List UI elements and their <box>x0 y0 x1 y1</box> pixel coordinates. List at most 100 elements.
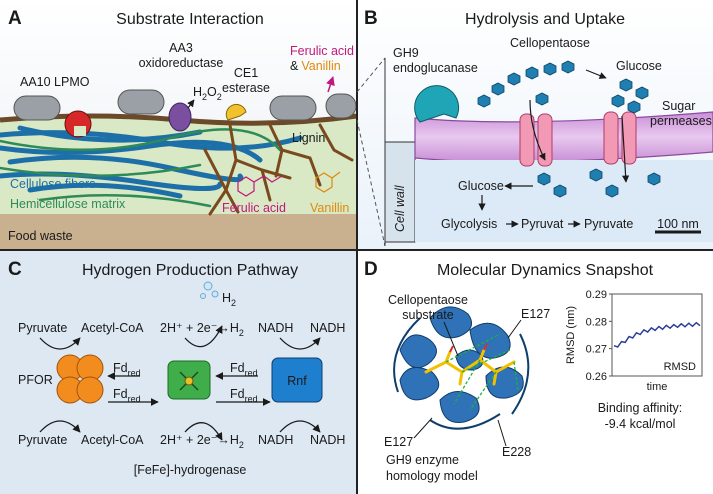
pyruvate-label: Pyruvate <box>584 217 633 231</box>
rmsd-plot-frame <box>611 293 703 377</box>
food-waste-layer <box>0 214 357 250</box>
rnf-arrow-top <box>279 337 321 350</box>
rmsd-y-tick-label: 0.26 <box>586 371 607 383</box>
gh9-label-2: endoglucanase <box>393 61 478 75</box>
rmsd-y-ticks: 0.29 0.28 0.27 0.26 <box>586 289 612 383</box>
substrate-label-2: substrate <box>402 308 453 322</box>
model-label-1: GH9 enzyme <box>386 453 459 467</box>
cellopentaose-label: Cellopentaose <box>510 36 590 50</box>
panel-c-title: Hydrogen Production Pathway <box>82 262 298 279</box>
substrate-label-1: Cellopentaose <box>388 293 468 307</box>
vanillin-molecule <box>315 171 341 193</box>
hemicellulose-label: Hemicellulose matrix <box>10 197 126 211</box>
fd-label-2: Fdred <box>113 387 141 404</box>
intracellular-glucose <box>537 168 661 198</box>
panel-a-letter: A <box>8 8 22 29</box>
food-waste-label: Food waste <box>8 229 73 243</box>
ferulic-acid-molecule <box>237 175 283 197</box>
rnf-complex <box>271 357 323 403</box>
rmsd-y-tick-label: 0.27 <box>586 344 607 356</box>
fe-center-icon <box>184 376 194 386</box>
e127-bottom-pointer <box>413 417 433 439</box>
scale-label: 100 nm <box>657 217 699 231</box>
rmsd-legend: RMSD <box>664 361 696 373</box>
hydrogenase-label: [FeFe]-hydrogenase <box>134 463 247 477</box>
sugar-permeases-label-2: permeases <box>650 114 712 128</box>
nadh-top-right: NADH <box>310 321 345 335</box>
e228-pointer <box>497 419 507 447</box>
ce1-esterase-enzyme <box>225 103 247 121</box>
pfor-arrow-top <box>39 337 81 350</box>
panel-d-title: Molecular Dynamics Snapshot <box>437 262 654 279</box>
glycolysis-label: Glycolysis <box>441 217 497 231</box>
panel-d-letter: D <box>364 259 378 280</box>
rmsd-x-axis-label: time <box>647 381 668 393</box>
fd-label-1: Fdred <box>113 361 141 378</box>
e127-top-label: E127 <box>521 307 550 321</box>
ferulic-bottom-label: Ferulic acid <box>222 201 286 215</box>
glucose-top-label: Glucose <box>616 59 662 73</box>
panel-b: B Hydrolysis and Uptake Cell wall GH9 en… <box>356 0 713 250</box>
panel-b-letter: B <box>364 8 378 29</box>
rnf-arrow-bottom <box>279 420 321 433</box>
rmsd-y-tick-label: 0.29 <box>586 289 607 301</box>
oxygen-atoms <box>449 343 488 353</box>
rmsd-chart: 0.29 0.28 0.27 0.26 RMSD (nm) time RMSD <box>565 289 703 393</box>
hemicellulose-strands <box>0 128 282 208</box>
cellopentaose-substrate <box>424 348 516 386</box>
binding-affinity-label-1: Binding affinity: <box>598 401 683 415</box>
binding-affinity-label-2: -9.4 kcal/mol <box>605 417 676 431</box>
cell-wall-label: Cell wall <box>393 184 407 232</box>
panel-a: A Substrate Interaction <box>0 0 358 250</box>
h2-label: H2 <box>222 291 236 308</box>
lignin-network <box>203 123 354 216</box>
cellopentaose-chain <box>477 60 575 108</box>
nadh-top-left: NADH <box>258 321 293 335</box>
substrate-pointer <box>443 321 459 357</box>
hydrolysis-arrow <box>585 69 607 79</box>
fd-label-3: Fdred <box>230 361 258 378</box>
nadh-bottom-right: NADH <box>310 433 345 447</box>
rmsd-series-line <box>613 321 701 348</box>
gh9-label-1: GH9 <box>393 46 419 60</box>
pfor-arrow-bottom <box>39 420 81 433</box>
ce1-label-1: CE1 <box>234 66 258 80</box>
lignin-label: Lignin <box>292 131 325 145</box>
uptake-arrow-2 <box>621 115 630 183</box>
release-arrow <box>326 76 335 93</box>
hydrogenase-arrow-bottom <box>184 422 223 441</box>
h2o2-label: H2O2 <box>193 85 222 102</box>
e127-bottom-label: E127 <box>384 435 413 449</box>
sugar-permeases-label-1: Sugar <box>662 99 695 113</box>
hydrogen-bonds <box>445 333 519 411</box>
free-glucose <box>535 78 649 114</box>
aa10-notch <box>74 126 86 136</box>
glucose-inner-label: Glucose <box>458 179 504 193</box>
aa10-label: AA10 LPMO <box>20 75 90 89</box>
hydrogenase-arrow-top <box>184 325 223 348</box>
panel-c-letter: C <box>8 259 22 280</box>
rmsd-y-axis-label: RMSD (nm) <box>565 306 577 364</box>
model-label-2: homology model <box>386 469 478 483</box>
pfor-enzyme <box>56 354 104 404</box>
h2o2-arrow <box>187 99 195 109</box>
zoom-line-top <box>356 57 386 93</box>
surface-proteins <box>13 89 357 121</box>
e228-label: E228 <box>502 445 531 459</box>
equation-bottom: 2H⁺ + 2e⁻→H2 <box>160 433 244 450</box>
acetyl-coa-bottom-label: Acetyl-CoA <box>81 433 144 447</box>
pyruvate-bottom-label: Pyruvate <box>18 433 67 447</box>
panel-d: D Molecular Dynamics Snapshot <box>356 250 713 494</box>
ce1-label-2: esterase <box>222 81 270 95</box>
acetyl-coa-top-label: Acetyl-CoA <box>81 321 144 335</box>
aa3-label-1: AA3 <box>169 41 193 55</box>
panel-c: C Hydrogen Production Pathway H2 Pyruvat… <box>0 251 357 494</box>
rnf-label: Rnf <box>287 374 307 388</box>
pyruvate-top-label: Pyruvate <box>18 321 67 335</box>
zoom-line-bottom <box>356 119 386 247</box>
pfor-label: PFOR <box>18 373 53 387</box>
vanillin-bottom-label: Vanillin <box>310 201 349 215</box>
amp-vanillin-label: &Vanillin <box>290 59 341 73</box>
rmsd-y-tick-label: 0.28 <box>586 316 607 328</box>
